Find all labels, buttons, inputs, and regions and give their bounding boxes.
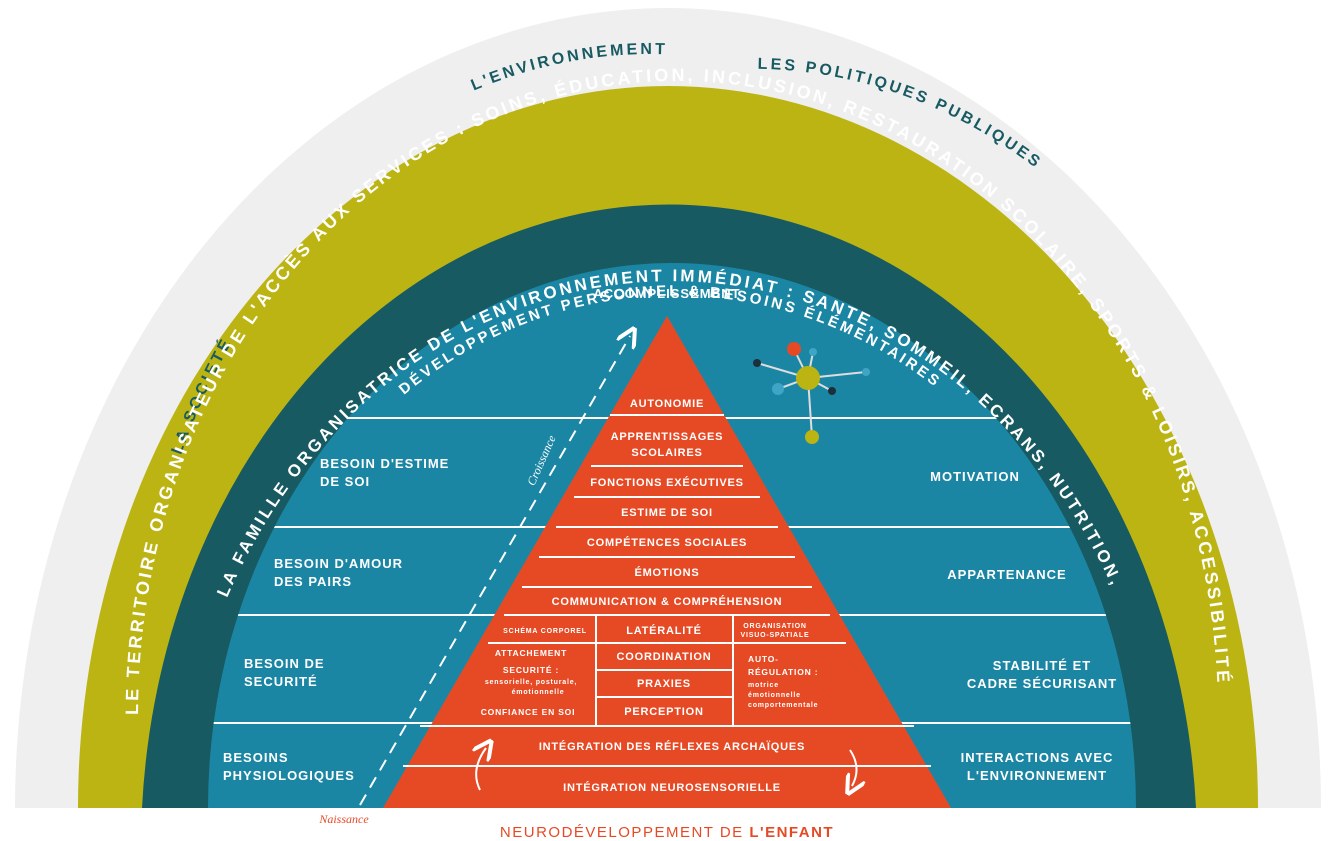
left-label-physio-1: BESOINS: [223, 750, 289, 765]
pyramid-securite: SECURITÉ :: [503, 665, 559, 675]
right-label-appartenance: APPARTENANCE: [947, 567, 1066, 582]
footer-title-part-b: L'ENFANT: [749, 824, 834, 841]
pyramid-coordination: COORDINATION: [617, 651, 712, 663]
pyramid-lateralite: LATÉRALITÉ: [626, 624, 702, 637]
pyramid-emotions: ÉMOTIONS: [634, 566, 699, 579]
pyramid-attachement: ATTACHEMENT: [495, 648, 567, 658]
pyramid-competences: COMPÉTENCES SOCIALES: [587, 536, 747, 549]
pyramid-emo2: émotionnelle: [748, 692, 801, 699]
accomplissement-label: ACCOMPLISSEMENT: [593, 286, 740, 301]
pyramid-auto-1: AUTO-: [748, 654, 779, 664]
pyramid-organisation-1: ORGANISATION: [743, 623, 807, 630]
left-label-securite-1: BESOIN DE: [244, 656, 325, 671]
growth-arrow: [359, 336, 630, 806]
cycle-arrow-right-icon: [850, 749, 857, 786]
pyramid-perception: PERCEPTION: [624, 706, 704, 718]
pyramid-sensorielle: sensorielle, posturale,: [485, 679, 577, 686]
pyramid-confiance: CONFIANCE EN SOI: [481, 707, 576, 717]
pyramid: [383, 316, 951, 808]
left-label-estime-1: BESOIN D'ESTIME: [320, 456, 449, 471]
left-label-amour-2: DES PAIRS: [274, 574, 352, 589]
pyramid-apprentissages-1: APPRENTISSAGES: [611, 431, 724, 443]
right-label-stabilite-1: STABILITÉ ET: [993, 658, 1091, 673]
pyramid-neuro: INTÉGRATION NEUROSENSORIELLE: [563, 781, 781, 794]
pyramid-schema: SCHÉMA CORPOREL: [503, 626, 587, 635]
pyramid-comport: comportementale: [748, 702, 818, 709]
right-label-interactions-2: L'ENVIRONNEMENT: [967, 768, 1107, 783]
left-label-securite-2: SECURITÉ: [244, 674, 318, 689]
footer-title-part-a: NEURODÉVELOPPEMENT DE: [500, 824, 749, 841]
pyramid-emotionnelle: émotionnelle: [512, 689, 565, 696]
left-label-estime-2: DE SOI: [320, 474, 370, 489]
pyramid-estime: ESTIME DE SOI: [621, 507, 713, 519]
pyramid-autonomie: AUTONOMIE: [630, 398, 704, 410]
pyramid-organisation-2: VISUO-SPATIALE: [741, 632, 810, 639]
left-label-amour-1: BESOIN D'AMOUR: [274, 556, 403, 571]
right-label-stabilite-2: CADRE SÉCURISANT: [967, 676, 1117, 691]
right-label-interactions-1: INTERACTIONS AVEC: [961, 750, 1114, 765]
pyramid-auto-2: RÉGULATION :: [748, 667, 818, 677]
footer-title: NEURODÉVELOPPEMENT DE L'ENFANT: [500, 824, 834, 841]
pyramid-praxies: PRAXIES: [637, 678, 691, 690]
pyramid-fonctions: FONCTIONS EXÉCUTIVES: [590, 476, 744, 489]
pyramid-reflexes: INTÉGRATION DES RÉFLEXES ARCHAÏQUES: [539, 740, 805, 753]
pyramid-communication: COMMUNICATION & COMPRÉHENSION: [552, 595, 783, 608]
molecule-icon: [753, 342, 870, 444]
pyramid-motrice: motrice: [748, 682, 779, 689]
left-label-physio-2: PHYSIOLOGIQUES: [223, 768, 355, 783]
pyramid-apprentissages-2: SCOLAIRES: [631, 447, 702, 459]
right-label-motivation: MOTIVATION: [930, 469, 1020, 484]
naissance-label: Naissance: [318, 812, 369, 826]
cycle-arrow-left-icon: [476, 748, 486, 791]
